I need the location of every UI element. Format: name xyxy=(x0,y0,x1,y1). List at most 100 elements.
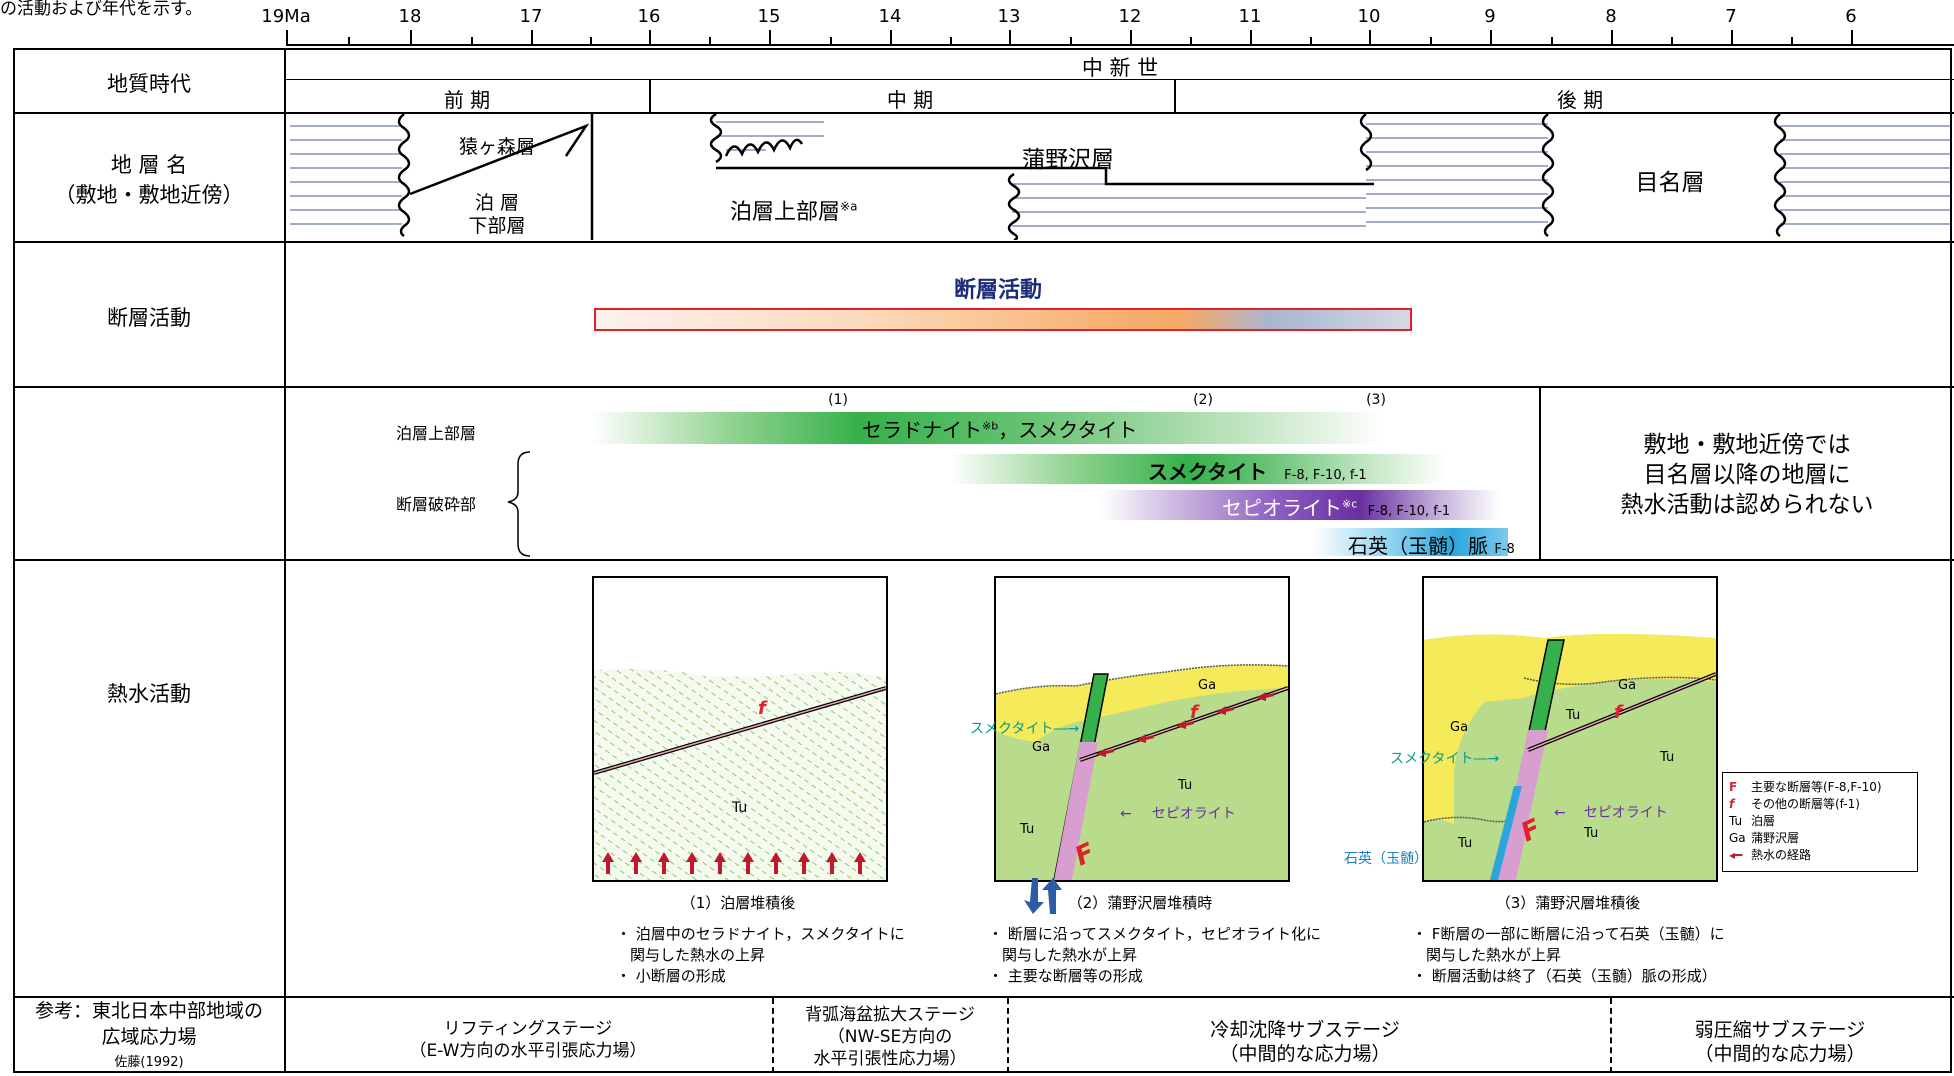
bar-quartz xyxy=(1312,528,1508,556)
hydro-side-divider xyxy=(1539,387,1541,559)
bar-smectite xyxy=(950,454,1446,484)
smectite-text: スメクタイト xyxy=(1148,460,1268,484)
axis-major-tick xyxy=(531,30,533,44)
celadonite-smectite-text: ，スメクタイト xyxy=(998,418,1138,442)
panel-2-ga-label-2: Ga xyxy=(1032,740,1051,755)
axis-tick-label: 10 xyxy=(1357,6,1381,27)
formation-gamanosawa: 蒲野沢層 xyxy=(1022,147,1114,173)
side-note-line2: 目名層以降の地層に xyxy=(1643,462,1851,488)
row-divider xyxy=(13,241,1954,243)
reference-line2: 広域応力場 xyxy=(101,1026,197,1048)
axis-major-tick xyxy=(1250,30,1252,44)
panel-3-ga-label: Ga xyxy=(1618,678,1637,693)
legend-symbol: Tu xyxy=(1729,814,1743,828)
panel-3-tu-label-4: Tu xyxy=(1584,826,1599,841)
epoch-miocene: 中 新 世 xyxy=(1081,56,1159,80)
legend-symbol: Ga xyxy=(1729,831,1746,845)
stress-2-line1: 背弧海盆拡大ステージ xyxy=(805,1005,975,1025)
axis-major-tick xyxy=(410,30,412,44)
reference-line3: 佐藤(1992) xyxy=(114,1055,184,1070)
panel-2-smectite-label: スメクタイト―→ xyxy=(970,718,1079,738)
axis-tick-label: 13 xyxy=(997,6,1021,27)
panel-3-note-3: ・ 断層活動は終了（石英（玉髄）脈の形成） xyxy=(1412,967,1717,985)
panel-2-notes: ・ 断層に沿ってスメクタイト，セピオライト化に 関与した熱水が上昇 ・ 主要な断… xyxy=(988,924,1321,987)
stress-3-line2: （中間的な応力場） xyxy=(1219,1043,1391,1065)
stress-1-line1: リフティングステージ xyxy=(443,1019,613,1039)
fault-activity-title: 断層活動 xyxy=(953,278,1043,303)
axis-tick-label: 16 xyxy=(637,6,661,27)
stress-stage-compression: 弱圧縮サブステージ （中間的な応力場） xyxy=(1694,1018,1865,1066)
stress-divider xyxy=(1610,998,1612,1073)
panel-3-caption: （3）蒲野沢層堆積後 xyxy=(1495,894,1641,912)
legend-item: ◂━熱水の経路 xyxy=(1729,847,1911,864)
panel-2-note-3: ・ 主要な断層等の形成 xyxy=(988,967,1143,985)
axis-tick-label: 6 xyxy=(1845,6,1857,27)
row-label-fault-activity: 断層活動 xyxy=(107,306,191,330)
axis-major-tick xyxy=(1851,30,1853,44)
panel-3-smectite-arrow: ―→ xyxy=(1473,751,1500,767)
panel-1-note-2: 関与した熱水の上昇 xyxy=(630,946,766,964)
sepiolite-faults: F-8, F-10, f-1 xyxy=(1367,504,1451,519)
stress-stage-rifting: リフティングステージ （E-W方向の水平引張応力場） xyxy=(410,1018,647,1062)
axis-minor-tick xyxy=(829,37,832,44)
bar-celadonite-label: セラドナイト※b，スメクタイト xyxy=(862,414,1137,443)
panel-stage-2: Ga Ga f Tu Tu F ←セピオライト xyxy=(994,576,1290,882)
epoch-early: 前 期 xyxy=(443,88,491,112)
panel-2-caption: （2）蒲野沢層堆積時 xyxy=(1067,894,1213,912)
panel-3-tu-label-2: Tu xyxy=(1660,750,1675,765)
axis-tick-label: 18 xyxy=(398,6,422,27)
axis-minor-tick xyxy=(1671,37,1673,44)
axis-major-tick xyxy=(1009,30,1011,44)
panel-1-note-1: ・ 泊層中のセラドナイト，スメクタイトに xyxy=(616,925,905,943)
panel-2-tu-label-2: Tu xyxy=(1020,822,1035,837)
panel-1-notes: ・ 泊層中のセラドナイト，スメクタイトに 関与した熱水の上昇 ・ 小断層の形成 xyxy=(616,924,905,987)
celadonite-note: ※b xyxy=(982,419,999,433)
panel-1-note-3: ・ 小断層の形成 xyxy=(616,967,726,985)
formation-sarugamori: 猿ヶ森層 xyxy=(458,136,536,158)
axis-major-tick xyxy=(649,30,651,44)
axis-tick-label: 9 xyxy=(1484,6,1496,27)
row-divider xyxy=(13,559,1954,561)
panel-3-smectite-text: スメクタイト xyxy=(1390,751,1474,767)
panel-3-sepiolite-arrow: ← xyxy=(1554,805,1566,821)
axis-minor-tick xyxy=(1429,37,1432,44)
legend-symbol: f xyxy=(1729,797,1735,811)
fault-activity-bar xyxy=(594,308,1412,331)
axis-tick-label: 7 xyxy=(1725,6,1737,27)
stage-marker-1: (1) xyxy=(828,392,848,408)
axis-minor-tick xyxy=(1791,37,1793,44)
panel-2-fault-motion-arrows xyxy=(1024,878,1062,914)
label-column-divider xyxy=(284,48,286,1073)
hydro-side-note: 敷地・敷地近傍では 目名層以降の地層に 熱水活動は認められない xyxy=(1542,430,1952,520)
panel-3-notes: ・ F断層の一部に断層に沿って石英（玉髄）に 関与した熱水が上昇 ・ 断層活動は… xyxy=(1412,924,1725,987)
axis-major-tick xyxy=(1611,30,1613,44)
legend-item: f その他の断層等(f-1) xyxy=(1729,796,1911,813)
panel-3-ga-label-2: Ga xyxy=(1450,720,1469,735)
smectite-faults: F-8, F-10, f-1 xyxy=(1284,468,1367,483)
quartz-text: 石英（玉髄）脈 xyxy=(1348,534,1488,558)
side-note-line3: 熱水活動は認められない xyxy=(1620,492,1874,518)
axis-tick-label: 17 xyxy=(519,6,543,27)
panel-2-smectite-text: スメクタイト xyxy=(970,721,1054,737)
epoch-late: 後 期 xyxy=(1556,88,1604,112)
stress-4-line2: （中間的な応力場） xyxy=(1694,1043,1866,1065)
legend-arrow-icon: ◂━ xyxy=(1729,848,1743,862)
legend-text: その他の断層等(f-1) xyxy=(1751,797,1860,811)
epoch-divider xyxy=(286,79,1954,80)
panel-3-minor-fault-label: f xyxy=(1614,702,1622,723)
bar-smectite-label: スメクタイト F-8, F-10, f-1 xyxy=(1148,456,1367,485)
panel-2-sepiolite-text: セピオライト xyxy=(1151,806,1236,822)
panel-3-note-2: 関与した熱水が上昇 xyxy=(1426,946,1562,964)
panel-1-caption: （1）泊層堆積後 xyxy=(680,894,796,912)
axis-minor-tick xyxy=(590,37,592,44)
panel-2-note-2: 関与した熱水が上昇 xyxy=(1002,946,1138,964)
axis-minor-tick xyxy=(470,37,473,44)
panel-2-tu-label: Tu xyxy=(1178,778,1193,793)
stress-stage-cooling: 冷却沈降サブステージ （中間的な応力場） xyxy=(1210,1018,1400,1066)
axis-tick-label: 19Ma xyxy=(261,6,311,27)
bar-sepiolite xyxy=(1100,490,1500,520)
bar-quartz-label: 石英（玉髄）脈 F-8 xyxy=(1348,530,1515,559)
panel-3-drawing xyxy=(1424,578,1716,880)
panel-3-sepiolite-label: ←セピオライト xyxy=(1554,802,1668,822)
